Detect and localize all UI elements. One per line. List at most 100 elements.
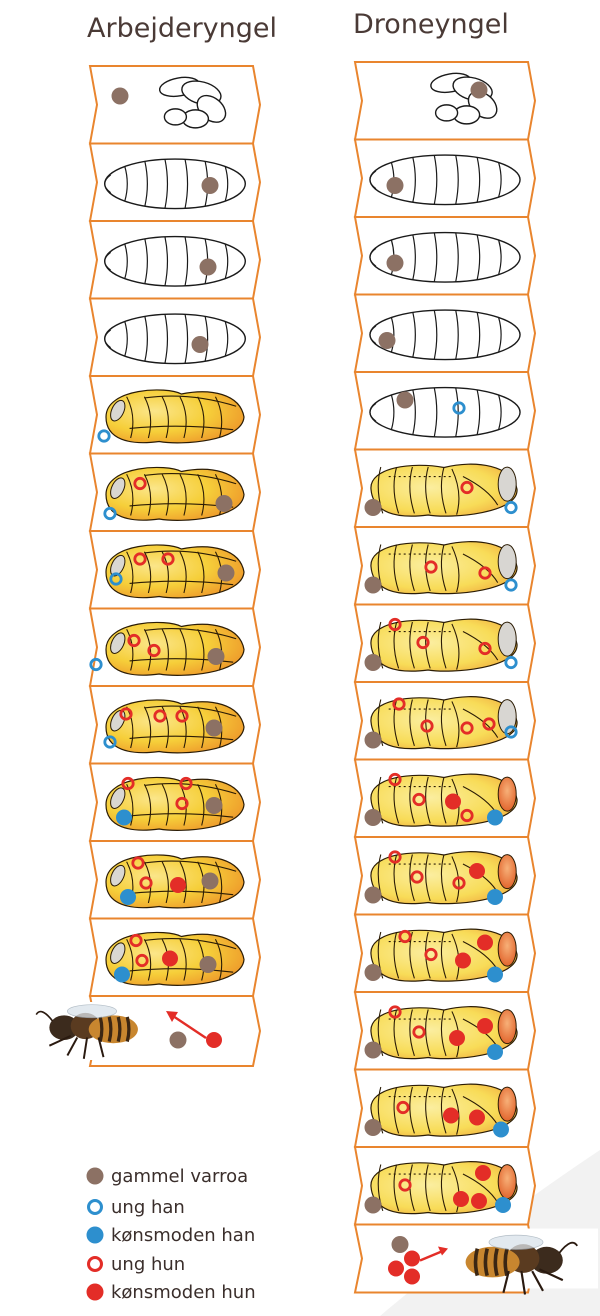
brood-cell-3 bbox=[90, 221, 260, 299]
legend-mature-female-marker bbox=[87, 1284, 104, 1301]
legend-item-mature-female: kønsmoden hun bbox=[87, 1282, 256, 1303]
mature-female-mite bbox=[162, 951, 178, 967]
drone-pupa-figure bbox=[371, 464, 517, 516]
legend-item-mature-male: kønsmoden han bbox=[87, 1225, 256, 1246]
brood-cell-1 bbox=[90, 66, 260, 144]
cell-wall bbox=[355, 62, 535, 140]
mature-female-mite bbox=[477, 1018, 493, 1034]
larva-figure bbox=[105, 159, 246, 209]
old-varroa-mite bbox=[365, 1197, 382, 1214]
legend-item-old-varroa: gammel varroa bbox=[87, 1166, 249, 1187]
old-varroa-mite bbox=[206, 720, 223, 737]
brood-cell-5 bbox=[355, 372, 535, 450]
brood-cell-2 bbox=[355, 140, 535, 218]
worker-emerged-row bbox=[20, 996, 260, 1066]
legend-young-male-label: ung han bbox=[111, 1197, 185, 1218]
mature-male-mite bbox=[487, 1044, 503, 1060]
brood-cell-7 bbox=[90, 531, 260, 609]
legend-mature-male-marker bbox=[87, 1227, 104, 1244]
mature-male-mite bbox=[493, 1122, 509, 1138]
old-varroa-mite bbox=[202, 177, 219, 194]
drone-column-title: Droneyngel bbox=[353, 9, 509, 40]
brood-cell-10 bbox=[90, 764, 260, 842]
old-varroa-mite bbox=[218, 565, 235, 582]
legend-young-male-marker bbox=[89, 1201, 102, 1214]
brood-cell-4 bbox=[90, 299, 260, 377]
brood-cell-6 bbox=[90, 454, 260, 532]
mature-male-mite bbox=[487, 967, 503, 983]
mature-male-mite bbox=[487, 889, 503, 905]
mature-female-mite bbox=[469, 1110, 485, 1126]
old-varroa-mite bbox=[200, 956, 217, 973]
mature-female-mite bbox=[404, 1269, 420, 1285]
old-varroa-mite bbox=[365, 732, 382, 749]
legend-item-young-female: ung hun bbox=[89, 1254, 186, 1275]
drone-brood-column bbox=[355, 62, 598, 1295]
drone-emerged-row bbox=[355, 1225, 598, 1295]
legend-mature-male-label: kønsmoden han bbox=[111, 1225, 255, 1246]
mature-female-mite bbox=[449, 1030, 465, 1046]
old-varroa-mite bbox=[112, 88, 129, 105]
mature-female-mite bbox=[170, 877, 186, 893]
old-varroa-mite bbox=[365, 964, 382, 981]
old-varroa-mite bbox=[365, 499, 382, 516]
drone-pupa-figure bbox=[371, 619, 517, 671]
old-varroa-mite bbox=[200, 259, 217, 276]
larva-figure bbox=[105, 314, 246, 364]
old-varroa-mite bbox=[365, 1119, 382, 1136]
mature-female-mite bbox=[443, 1108, 459, 1124]
legend-item-young-male: ung han bbox=[89, 1197, 185, 1218]
brood-cell-1 bbox=[355, 62, 535, 140]
old-varroa-mite bbox=[202, 873, 219, 890]
worker-brood-column bbox=[20, 66, 260, 1066]
old-varroa-mite bbox=[387, 177, 404, 194]
old-varroa-mite bbox=[365, 1042, 382, 1059]
legend-old-varroa-marker bbox=[87, 1168, 104, 1185]
old-varroa-mite bbox=[170, 1032, 187, 1049]
brood-cell-2 bbox=[90, 144, 260, 222]
brood-cell-9 bbox=[90, 686, 260, 764]
larva-figure bbox=[370, 388, 520, 438]
brood-cell-12 bbox=[90, 919, 260, 997]
brood-cell-11 bbox=[355, 837, 535, 915]
old-varroa-mite bbox=[365, 654, 382, 671]
cell-wall bbox=[90, 66, 260, 144]
mature-male-mite bbox=[114, 967, 130, 983]
brood-cell-9 bbox=[355, 682, 535, 760]
brood-cell-14 bbox=[355, 1070, 535, 1148]
brood-cell-11 bbox=[90, 841, 260, 919]
mature-female-mite bbox=[471, 1193, 487, 1209]
worker-pupa-figure bbox=[106, 467, 244, 520]
mature-female-mite bbox=[453, 1191, 469, 1207]
old-varroa-mite bbox=[216, 495, 233, 512]
mature-male-mite bbox=[120, 889, 136, 905]
brood-cell-6 bbox=[355, 450, 535, 528]
legend: gammel varroa ung han kønsmoden han ung … bbox=[87, 1166, 256, 1303]
mature-male-mite bbox=[495, 1197, 511, 1213]
mature-female-mite bbox=[455, 953, 471, 969]
legend-young-female-label: ung hun bbox=[111, 1254, 185, 1275]
old-varroa-mite bbox=[365, 887, 382, 904]
legend-young-female-marker bbox=[89, 1258, 102, 1271]
worker-pupa-figure bbox=[106, 622, 244, 675]
old-varroa-mite bbox=[208, 648, 225, 665]
old-varroa-mite bbox=[379, 332, 396, 349]
brood-cell-10 bbox=[355, 760, 535, 838]
worker-pupa-figure bbox=[106, 390, 244, 443]
old-varroa-mite bbox=[397, 392, 414, 409]
old-varroa-mite bbox=[392, 1236, 409, 1253]
larva-figure bbox=[105, 237, 246, 287]
old-varroa-mite bbox=[471, 82, 488, 99]
mature-female-mite bbox=[475, 1165, 491, 1181]
old-varroa-mite bbox=[206, 797, 223, 814]
old-varroa-mite bbox=[365, 809, 382, 826]
brood-cell-13 bbox=[355, 992, 535, 1070]
legend-mature-female-label: kønsmoden hun bbox=[111, 1282, 256, 1303]
mature-female-mite bbox=[445, 794, 461, 810]
brood-cell-12 bbox=[355, 915, 535, 993]
old-varroa-mite bbox=[192, 336, 209, 353]
mature-male-mite bbox=[487, 810, 503, 826]
brood-cell-8 bbox=[90, 609, 260, 687]
brood-cell-7 bbox=[355, 527, 535, 605]
